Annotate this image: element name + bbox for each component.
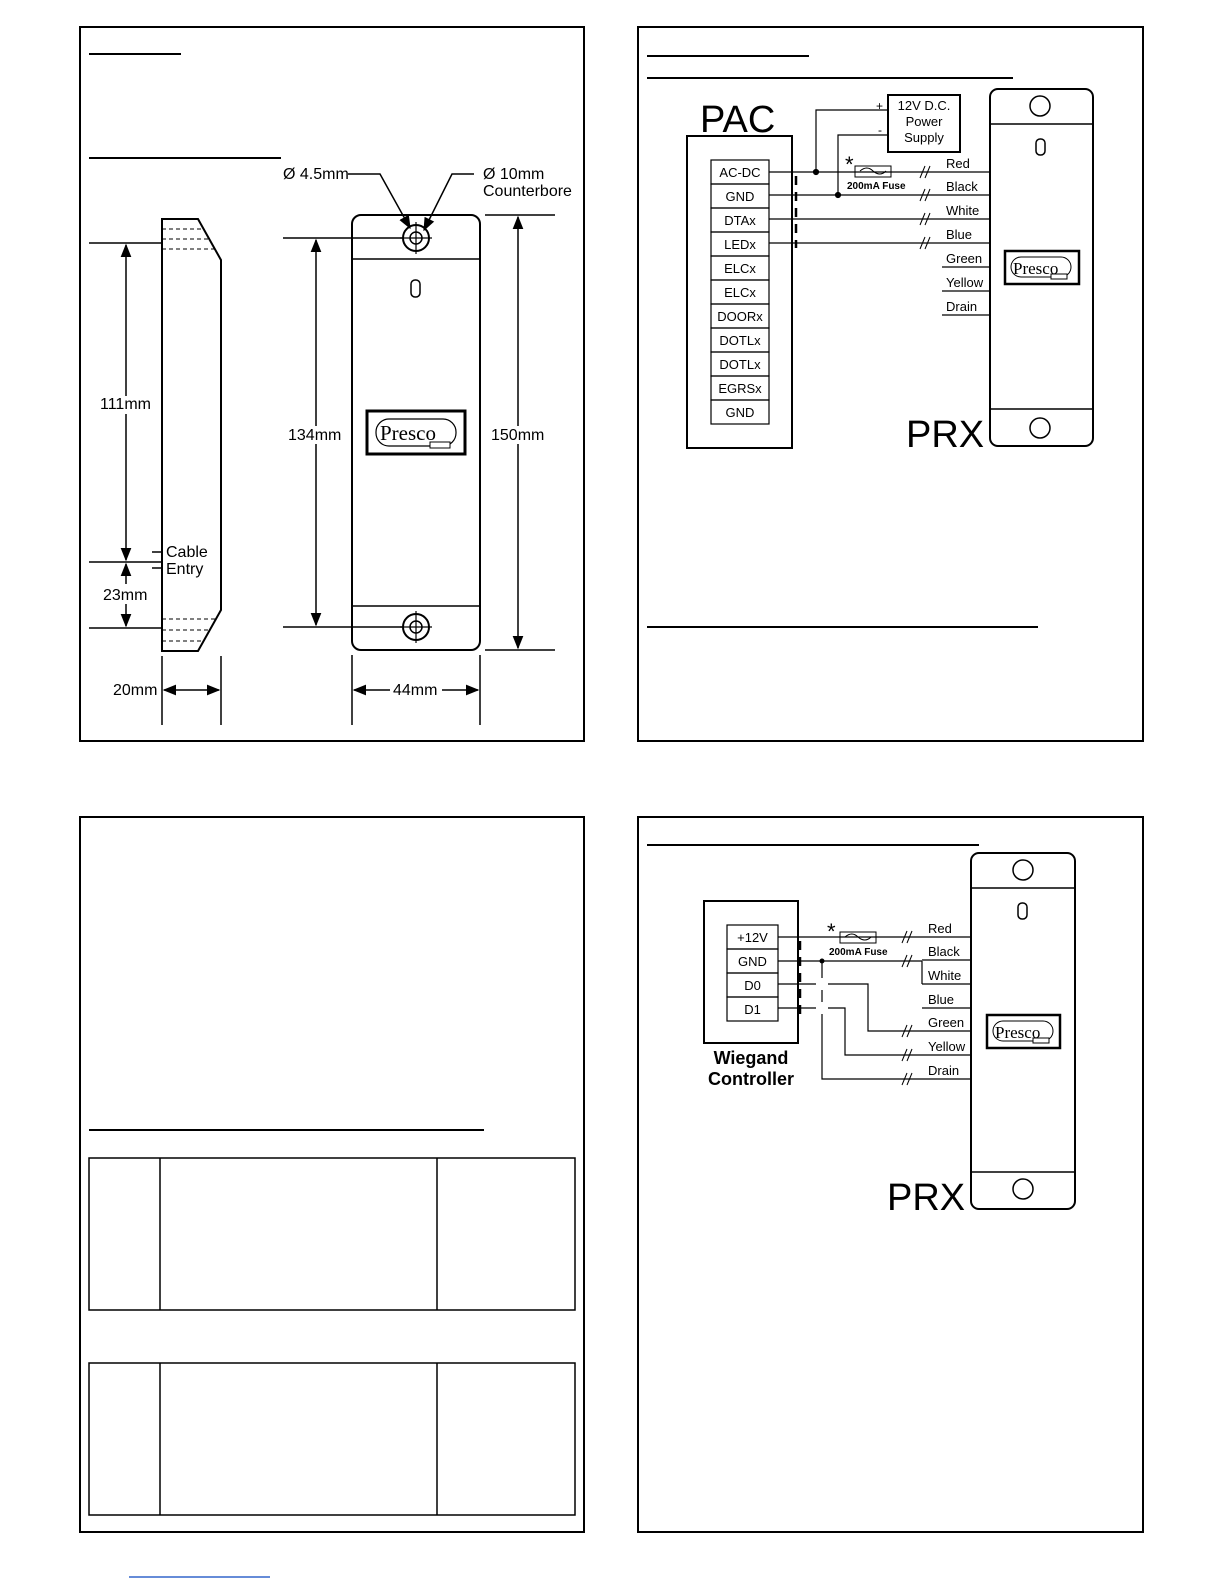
logo-text: Presco	[995, 1023, 1040, 1042]
prx-reader-bottom: Presco	[970, 852, 1076, 1210]
cable-entry-line1: Cable	[166, 544, 208, 561]
panel-border	[637, 816, 1144, 1533]
wiegand-wire-label: White	[928, 968, 961, 983]
psu-label-1: 12V D.C.	[898, 98, 951, 113]
logo-text: Presco	[380, 421, 436, 445]
pac-terminal-label: GND	[726, 189, 755, 204]
fuse-star: *	[845, 152, 854, 177]
dim-150mm: 150mm	[491, 427, 544, 444]
pac-terminal-label: ELCx	[724, 285, 756, 300]
pac-wiring-panel: PAC AC-DCGNDDTAxLEDxELCxELCxDOORxDOTLxDO…	[637, 26, 1144, 742]
prx-reader-top: Presco	[989, 88, 1094, 447]
psu-label-2: Power	[906, 114, 944, 129]
pac-wire-label: Black	[946, 179, 978, 194]
cable-entry-line2: Entry	[166, 561, 203, 578]
pac-wire-label: Yellow	[946, 275, 984, 290]
pac-terminal-label: EGRSx	[718, 381, 762, 396]
wiegand-wire-label: Black	[928, 944, 960, 959]
dim-111mm: 111mm	[100, 396, 151, 413]
wiegand-controller-box	[703, 900, 799, 1044]
dim-134mm: 134mm	[288, 427, 341, 444]
psu-box: 12V D.C. Power Supply + -	[876, 94, 961, 153]
psu-minus: -	[878, 123, 882, 137]
panel-border	[79, 816, 585, 1533]
prx-label: PRX	[906, 414, 984, 456]
table-1	[88, 1157, 576, 1311]
wiegand-wire	[778, 1007, 922, 1056]
wiegand-terminal	[726, 996, 779, 1022]
logo-text: Presco	[1013, 259, 1058, 278]
wiegand-wire-label: Yellow	[928, 1039, 966, 1054]
pac-wire-label: Green	[946, 251, 982, 266]
dim-44mm: 44mm	[393, 682, 437, 699]
dimensions-panel: 111mm Cable Entry 23mm 20mm	[79, 26, 585, 742]
wiegand-wire-label: Red	[928, 921, 952, 936]
wiegand-wire	[821, 961, 922, 1080]
tables-panel	[79, 816, 585, 1533]
wiegand-wire-label: Green	[928, 1015, 964, 1030]
wiegand-terminal-label: +12V	[737, 930, 768, 945]
pac-controller-box	[686, 135, 793, 449]
pac-terminal-label: GND	[726, 405, 755, 420]
dim-hole-large: Ø 10mm	[483, 166, 544, 183]
table-2	[88, 1362, 576, 1516]
fuse-star: *	[827, 919, 836, 944]
pac-title: PAC	[700, 99, 775, 141]
pac-wire-label: Drain	[946, 299, 977, 314]
presco-logo: Presco	[1003, 249, 1081, 286]
wiegand-label-1: Wiegand	[714, 1048, 789, 1068]
pac-terminal-block: AC-DCGNDDTAxLEDxELCxELCxDOORxDOTLxDOTLxE…	[710, 159, 770, 425]
psu-label-3: Supply	[904, 130, 944, 145]
fuse-label: 200mA Fuse	[847, 181, 906, 192]
pac-terminal-label: ELCx	[724, 261, 756, 276]
led-window-icon	[1035, 138, 1046, 156]
wiegand-label-2: Controller	[708, 1069, 794, 1089]
pac-wire-label: Blue	[946, 227, 972, 242]
panel-border	[637, 26, 1144, 742]
dim-23mm: 23mm	[103, 587, 147, 604]
wiegand-wire	[778, 983, 922, 1032]
led-window-icon	[1017, 902, 1028, 920]
wiegand-terminal-label: GND	[738, 954, 767, 969]
pac-terminal	[710, 399, 770, 425]
pac-terminal-label: DOTLx	[719, 357, 761, 372]
presco-logo-front: Presco	[365, 409, 467, 456]
wiegand-terminal-label: D1	[744, 1002, 761, 1017]
pac-wire-label: White	[946, 203, 979, 218]
wiegand-wire-label: Drain	[928, 1063, 959, 1078]
panel-border	[79, 26, 585, 742]
pac-wire-label: Red	[946, 156, 970, 171]
pac-terminal-label: DTAx	[724, 213, 756, 228]
side-view-drawing	[89, 218, 222, 725]
led-window-icon	[410, 279, 421, 298]
pac-terminal-label: LEDx	[724, 237, 756, 252]
presco-logo: Presco	[985, 1013, 1062, 1050]
dim-20mm: 20mm	[113, 682, 157, 699]
dim-counterbore: Counterbore	[483, 183, 572, 200]
psu-plus: +	[876, 99, 883, 113]
fuse-label: 200mA Fuse	[829, 947, 888, 958]
front-view-drawing	[283, 173, 555, 725]
pac-terminal-label: DOORx	[717, 309, 763, 324]
wiegand-wire-label: Blue	[928, 992, 954, 1007]
dim-hole-small: Ø 4.5mm	[283, 166, 349, 183]
prx-label: PRX	[887, 1177, 965, 1219]
pac-terminal-label: AC-DC	[719, 165, 760, 180]
pac-terminal-label: DOTLx	[719, 333, 761, 348]
wiegand-terminal-label: D0	[744, 978, 761, 993]
